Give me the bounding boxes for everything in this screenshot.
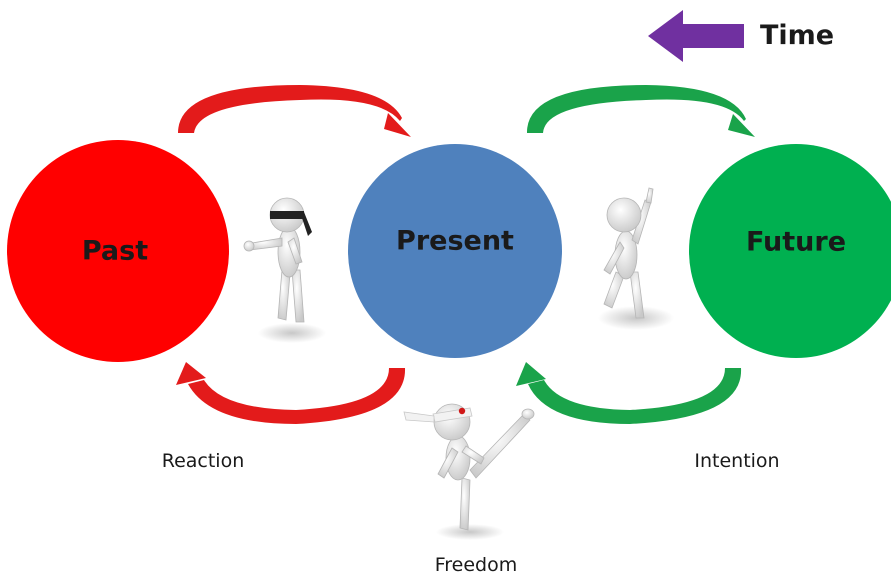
present-to-past-arrow <box>176 362 406 424</box>
future-label: Future <box>746 227 846 258</box>
captions: Reaction Intention Freedom <box>162 450 780 575</box>
connector-arrows <box>176 85 755 424</box>
present-circle <box>348 144 562 358</box>
time-label: Time <box>760 20 834 51</box>
node-past: Past <box>7 140 229 362</box>
blindfolded-stick-figure-icon <box>243 197 326 343</box>
reaction-caption: Reaction <box>162 450 245 472</box>
time-arrow-left-icon <box>648 10 744 62</box>
past-label: Past <box>82 236 148 267</box>
present-to-future-arrow <box>526 85 755 137</box>
node-future: Future <box>689 144 891 358</box>
future-to-present-arrow <box>516 362 742 424</box>
pointing-up-stick-figure-icon <box>598 187 674 330</box>
intention-caption: Intention <box>694 450 779 472</box>
past-circle <box>7 140 229 362</box>
time-indicator: Time <box>648 10 834 62</box>
present-label: Present <box>396 226 514 257</box>
karate-kick-stick-figure-icon <box>403 403 535 540</box>
past-to-present-arrow <box>178 85 411 137</box>
freedom-caption: Freedom <box>435 554 518 575</box>
node-present: Present <box>348 144 562 358</box>
future-circle <box>689 144 891 358</box>
